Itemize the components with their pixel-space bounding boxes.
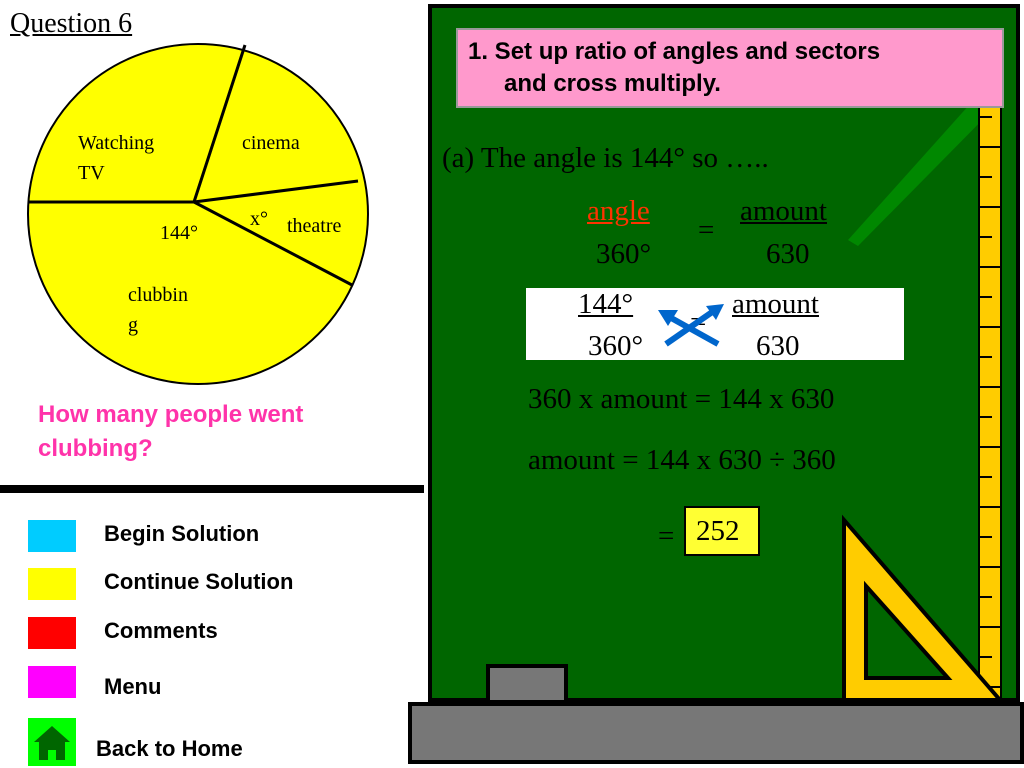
pie-label-line: clubbin [128, 284, 188, 306]
pie-angle-144: 144° [160, 222, 198, 244]
ratio2-144: 144° [578, 288, 634, 320]
back-to-home-label: Back to Home [96, 736, 243, 761]
intro-line: (a) The angle is 144° so ….. [442, 142, 769, 174]
pie-chart [27, 43, 369, 385]
menu-square-icon [28, 666, 76, 698]
ratio2-630: 630 [756, 330, 800, 362]
pie-label-line: g [128, 314, 138, 336]
ratio2-360: 360° [588, 330, 644, 362]
ratio1-angle: angle [587, 195, 650, 227]
pie-label-theatre: theatre [287, 215, 342, 237]
section-divider [0, 485, 424, 493]
equation-step-1: 360 x amount = 144 x 630 [528, 383, 835, 415]
continue-solution-button[interactable]: Continue Solution [28, 568, 348, 602]
comments-button[interactable]: Comments [28, 617, 328, 651]
menu-label: Menu [104, 674, 162, 699]
question-text: How many people went clubbing? [38, 401, 304, 462]
continue-solution-label: Continue Solution [104, 569, 294, 594]
pie-label-line: Watching [78, 132, 155, 154]
answer-value: 252 [696, 515, 740, 547]
pie-divider-cinema-theatre [193, 179, 359, 204]
comments-label: Comments [104, 618, 218, 643]
ratio1-630: 630 [766, 238, 810, 270]
chalk-eraser [486, 664, 568, 704]
step-line-2: and cross multiply. [504, 70, 721, 97]
pie-label-clubbing: clubbin g [128, 280, 188, 340]
pie-divider-tv-cinema [192, 44, 247, 203]
begin-solution-square-icon [28, 520, 76, 552]
cross-multiply-box [526, 288, 904, 360]
menu-button[interactable]: Menu [28, 666, 328, 706]
step-line-1: 1. Set up ratio of angles and sectors [468, 38, 881, 65]
pie-angle-x: x° [250, 208, 268, 230]
ratio1-amount: amount [740, 195, 827, 227]
answer-box [684, 506, 760, 556]
home-icon [28, 718, 76, 766]
pie-divider-theatre-clubbing [193, 200, 353, 287]
equation-step-2: amount = 144 x 630 ÷ 360 [528, 444, 836, 476]
pie-label-cinema: cinema [242, 132, 300, 154]
ratio2-amount: amount [732, 288, 819, 320]
comments-square-icon [28, 617, 76, 649]
continue-solution-square-icon [28, 568, 76, 600]
board-decorations [848, 84, 1003, 246]
ruler [978, 86, 1002, 726]
result-equals: = [658, 520, 675, 552]
pie-label-watching-tv: Watching TV [78, 128, 154, 188]
ratio1-equals: = [698, 214, 715, 246]
question-title: Question 6 [10, 8, 133, 39]
set-square-icon [842, 514, 1005, 702]
cross-arrows-icon [658, 304, 724, 347]
faint-set-square-shadow [848, 84, 1003, 246]
chalkboard-ledge [408, 702, 1024, 764]
step-instruction-text: 1. Set up ratio of angles and sectors an… [468, 36, 988, 100]
pie-label-line: TV [78, 162, 105, 184]
begin-solution-label: Begin Solution [104, 521, 260, 546]
step-instruction-box [456, 28, 1004, 108]
back-to-home-button[interactable]: Back to Home [28, 718, 328, 766]
begin-solution-button[interactable]: Begin Solution [28, 520, 328, 554]
ratio1-360: 360° [596, 238, 652, 270]
pie-circle [27, 43, 369, 385]
